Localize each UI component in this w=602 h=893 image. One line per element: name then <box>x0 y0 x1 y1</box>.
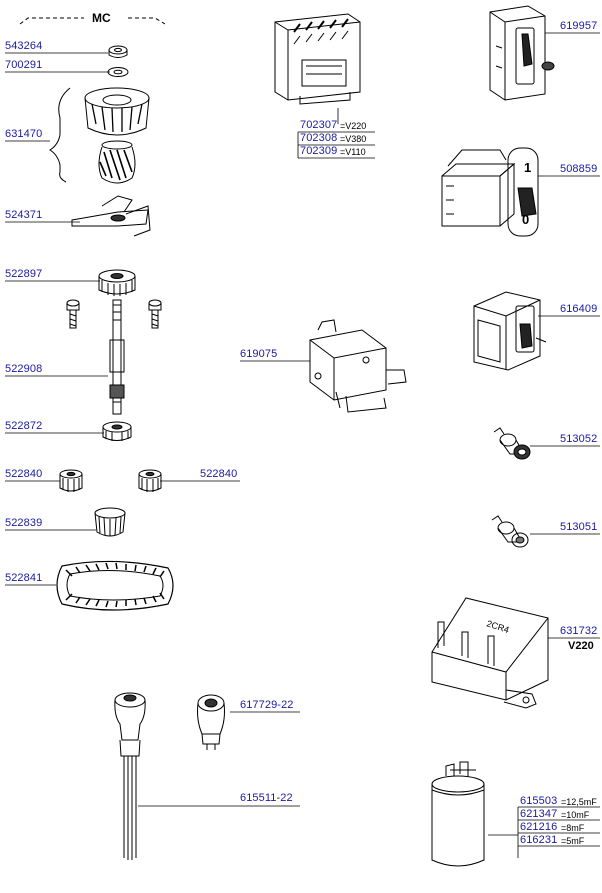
part-number-631732[interactable]: 631732 <box>560 625 598 637</box>
part-number-615511-22[interactable]: 615511-22 <box>240 792 293 804</box>
switch-off-mark: 0 <box>522 212 529 227</box>
indicator-513052-drawing <box>493 427 531 460</box>
part-number-543264[interactable]: 543264 <box>5 40 43 52</box>
nut-543264-drawing <box>108 45 128 58</box>
gear-522840-left-drawing <box>59 469 83 492</box>
relay-marking: 2CR4 <box>485 618 510 635</box>
part-number-616409[interactable]: 616409 <box>560 303 598 315</box>
mc-group-bracket <box>19 17 166 183</box>
voltage-702308: =V380 <box>340 134 367 144</box>
part-number-616231[interactable]: 616231 <box>520 834 558 846</box>
part-number-700291[interactable]: 700291 <box>5 59 43 71</box>
part-number-522841[interactable]: 522841 <box>5 572 43 584</box>
part-number-522840-left[interactable]: 522840 <box>5 468 43 480</box>
part-number-631470[interactable]: 631470 <box>5 128 43 140</box>
washer-700291-drawing <box>107 67 129 77</box>
part-number-702308[interactable]: 702308 <box>300 132 338 144</box>
lamp-holder-615511-drawing <box>114 692 146 860</box>
capacitor-615503-drawing <box>431 761 485 867</box>
belt-522841-drawing <box>56 560 174 611</box>
part-number-621347[interactable]: 621347 <box>520 808 558 820</box>
part-number-617729-22[interactable]: 617729-22 <box>240 699 294 711</box>
part-number-621216[interactable]: 621216 <box>520 821 558 833</box>
part-number-513052[interactable]: 513052 <box>560 433 598 445</box>
bushing-522872-drawing <box>102 421 132 441</box>
grinder-burrs-631470-drawing <box>84 87 150 184</box>
part-number-702309[interactable]: 702309 <box>300 145 338 157</box>
part-number-513051[interactable]: 513051 <box>560 521 598 533</box>
leader-lines-right <box>240 32 600 858</box>
switch-on-mark: 1 <box>524 160 531 175</box>
gear-522840-right-drawing <box>138 469 162 492</box>
part-number-619957[interactable]: 619957 <box>560 20 598 32</box>
contactor-702307-drawing <box>274 13 361 105</box>
toggle-switch-616409-drawing <box>473 291 547 371</box>
toggle-switch-619957-drawing <box>489 5 555 101</box>
part-number-524371[interactable]: 524371 <box>5 209 43 221</box>
part-number-522840-right[interactable]: 522840 <box>200 468 238 480</box>
blade-524371-drawing <box>71 195 151 237</box>
mc-group-label: MC <box>92 11 111 25</box>
capacitance-621347: =10mF <box>561 810 590 820</box>
relay-voltage-note: V220 <box>568 640 594 652</box>
part-number-702307[interactable]: 702307 <box>300 119 338 131</box>
part-number-522872[interactable]: 522872 <box>5 420 43 432</box>
voltage-702309: =V110 <box>340 147 366 157</box>
part-number-522897[interactable]: 522897 <box>5 268 43 280</box>
rocker-switch-508859-drawing: 1 0 <box>441 147 539 237</box>
gear-522897-drawing <box>98 269 136 296</box>
capacitance-621216: =8mF <box>561 823 585 833</box>
indicator-513051-drawing <box>491 515 529 548</box>
gear-522839-drawing <box>94 507 126 537</box>
leader-lines-left <box>5 52 300 807</box>
part-number-522839[interactable]: 522839 <box>5 517 43 529</box>
part-number-522908[interactable]: 522908 <box>5 363 43 375</box>
microswitch-619075-drawing <box>309 319 407 413</box>
capacitance-616231: =5mF <box>561 836 585 846</box>
part-number-615503[interactable]: 615503 <box>520 795 558 807</box>
screw-left-drawing <box>66 299 80 329</box>
part-number-508859[interactable]: 508859 <box>560 163 598 175</box>
lamp-socket-617729-drawing <box>197 694 225 750</box>
part-number-619075[interactable]: 619075 <box>240 348 278 360</box>
capacitance-615503: =12,5mF <box>561 797 597 807</box>
voltage-702307: =V220 <box>340 121 367 131</box>
screw-right-drawing <box>148 299 162 329</box>
shaft-522908-drawing <box>109 299 125 415</box>
relay-631732-drawing: 2CR4 <box>431 597 549 709</box>
